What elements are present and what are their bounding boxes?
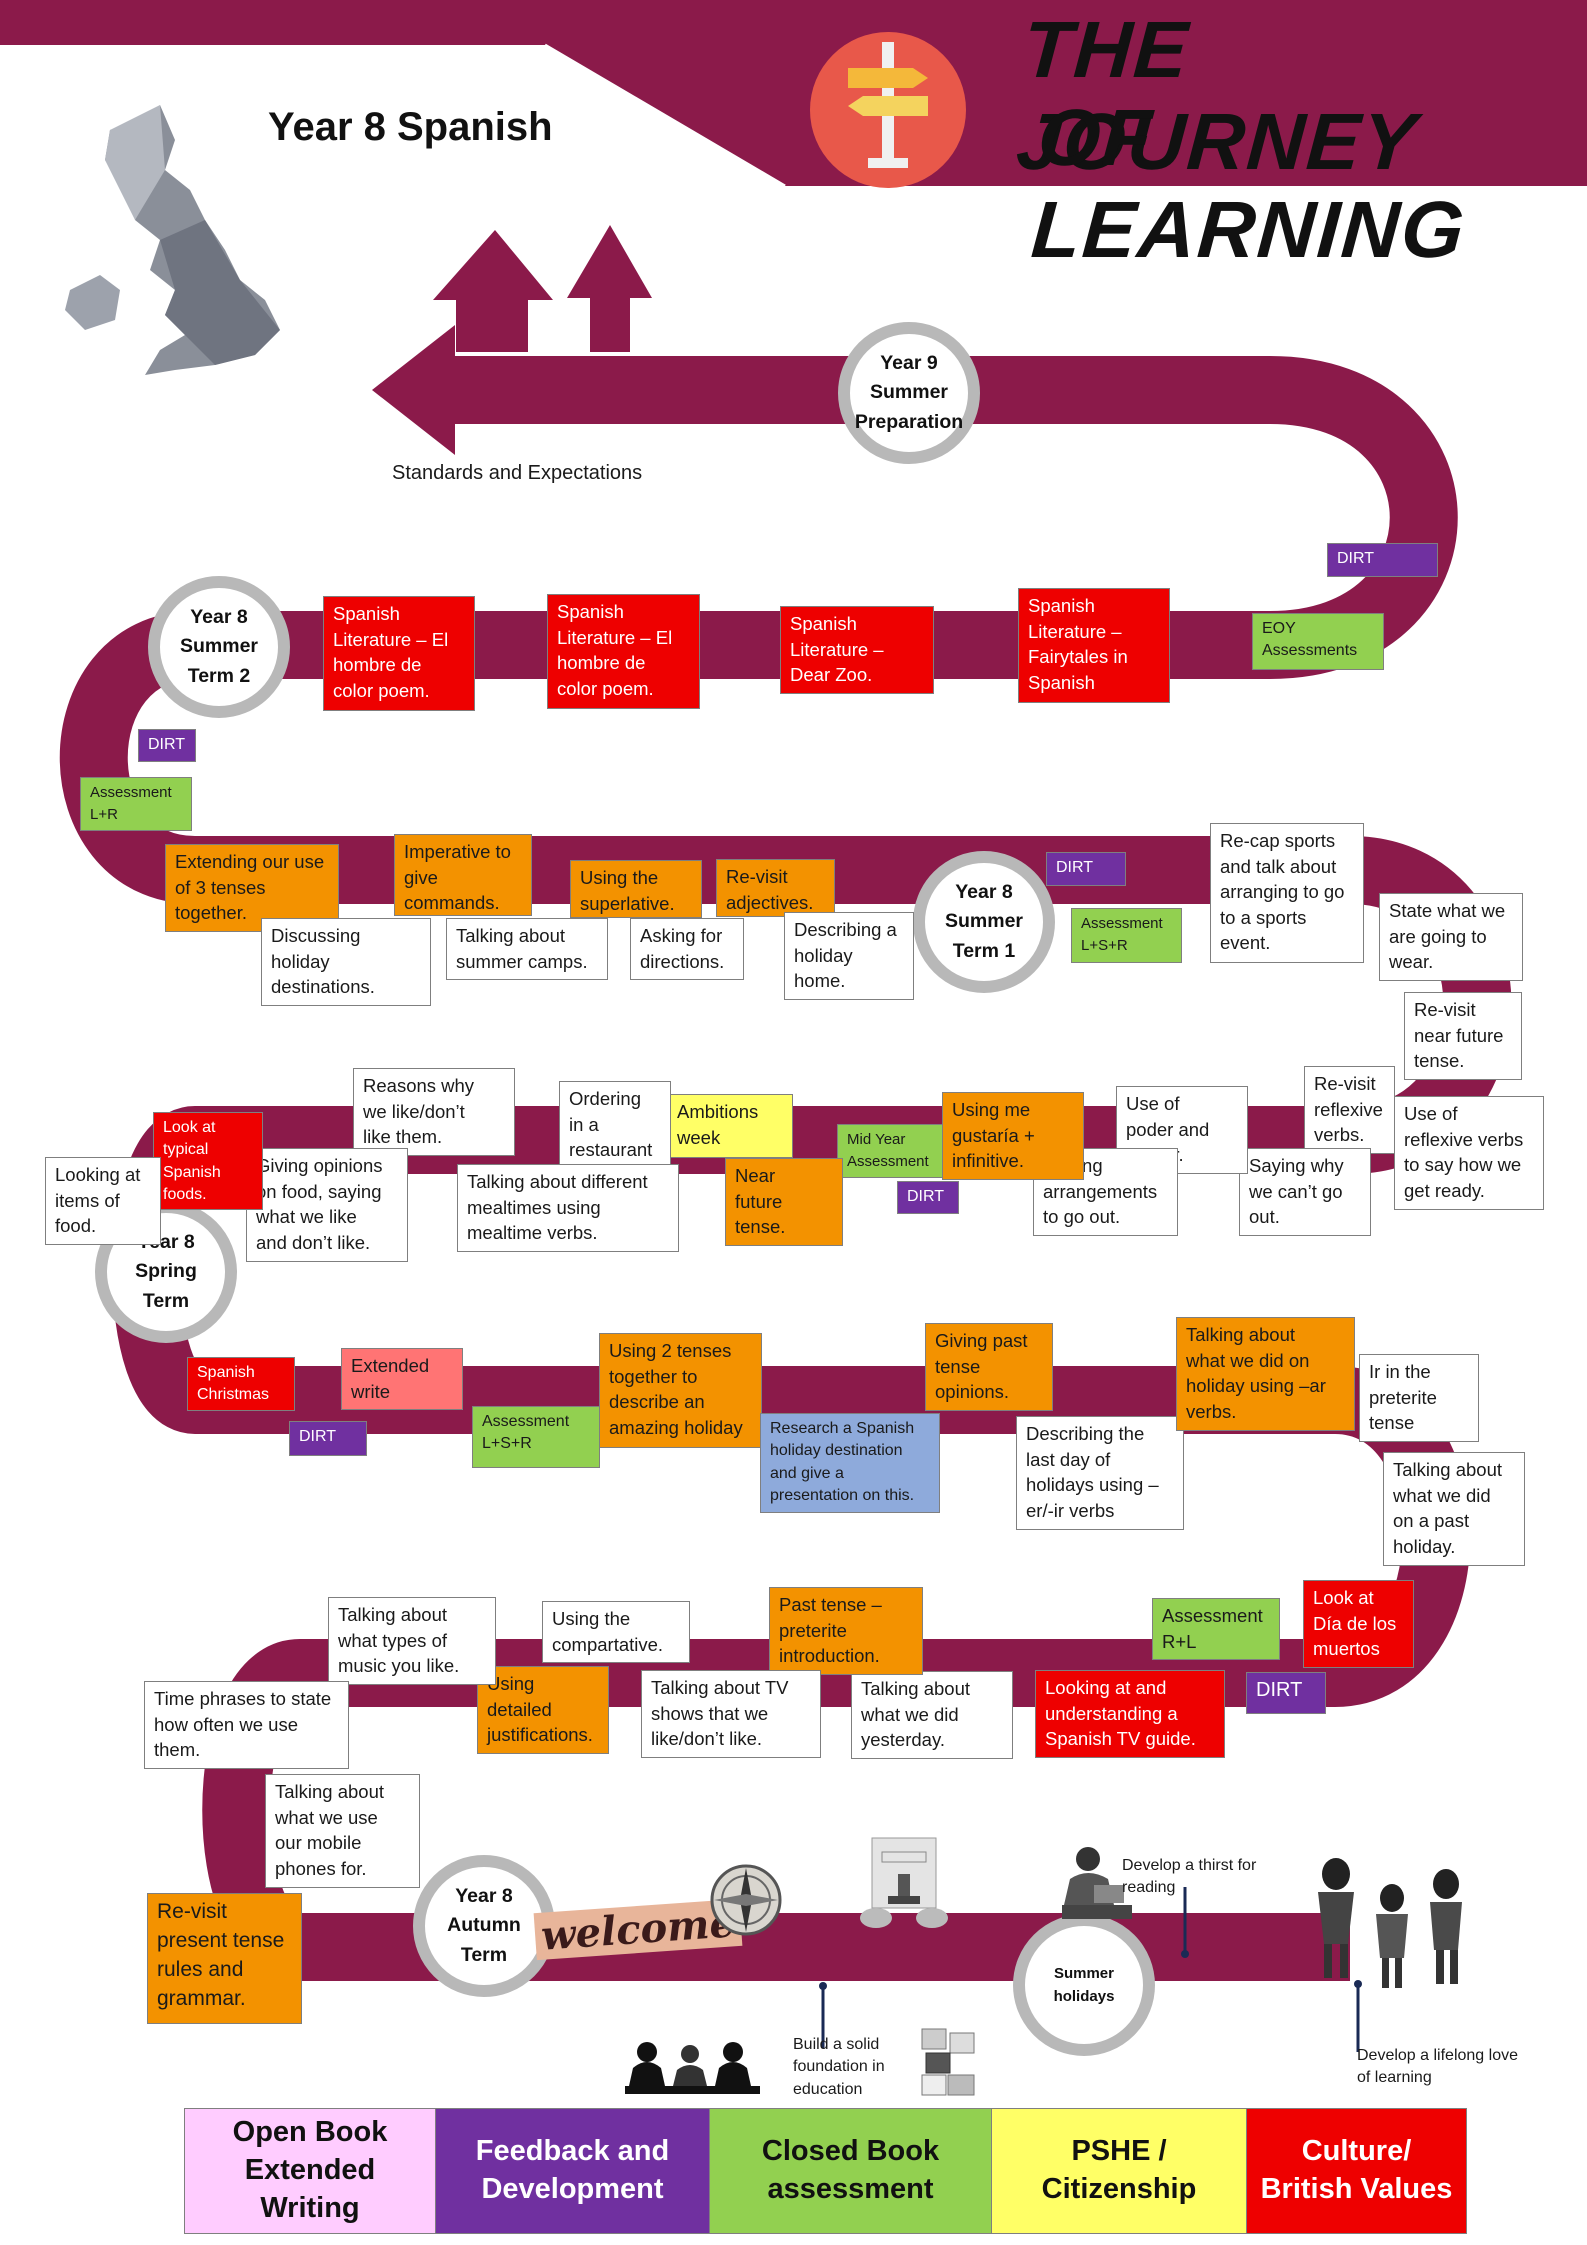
assessment-lsr: Assessment L+S+R [472, 1406, 600, 1468]
legend-feedback: Feedback and Development [435, 2108, 710, 2234]
tv-shows-topic: Talking about TV shows that we like/don’… [641, 1670, 821, 1758]
uk-map-icon [65, 100, 295, 380]
legend-pshe: PSHE / Citizenship [991, 2108, 1247, 2234]
what-to-wear-topic: State what we are going to wear. [1379, 893, 1523, 981]
dirt-badge: DIRT [138, 729, 196, 762]
legend-closed-book: Closed Book assessment [709, 2108, 992, 2234]
reasons-topic: Reasons why we like/don’t like them. [353, 1068, 515, 1156]
term-summer-holidays: Summer holidays [1013, 1914, 1155, 2056]
left-arrow-icon [372, 325, 455, 455]
legend-open-book: Open Book Extended Writing [184, 2108, 436, 2234]
dia-de-los-muertos-topic: Look at Día de los muertos [1303, 1580, 1414, 1668]
assessment-rl: Assessment R+L [1152, 1598, 1280, 1660]
tv-guide-topic: Looking at and understanding a Spanish T… [1035, 1670, 1225, 1758]
cant-go-out-topic: Saying why we can’t go out. [1239, 1148, 1371, 1236]
imperative-topic: Imperative to give commands. [394, 834, 532, 916]
near-future-revisit-topic: Re-visit near future tense. [1404, 992, 1522, 1080]
comparative-topic: Using the compartative. [542, 1601, 690, 1663]
reader-icon [1048, 1845, 1140, 1930]
thirst-for-reading-note: Develop a thirst for reading [1122, 1857, 1257, 1897]
dirt-badge: DIRT [1327, 543, 1438, 577]
research-destination-topic: Research a Spanish holiday destination a… [760, 1413, 940, 1513]
assessment-lr: Assessment L+R [80, 777, 192, 831]
holiday-home-topic: Describing a holiday home. [784, 912, 914, 1000]
hombre-poem-topic: Spanish Literature – El hombre de color … [323, 596, 475, 711]
food-opinions-topic: Giving opinions on food, saying what we … [246, 1148, 408, 1262]
yesterday-topic: Talking about what we did yesterday. [851, 1671, 1013, 1759]
term-year8-summer-1: Year 8 Summer Term 1 [913, 851, 1055, 993]
music-topic: Talking about what types of music you li… [328, 1597, 496, 1685]
page-subtitle: Year 8 Spanish [268, 105, 553, 149]
restaurant-topic: Ordering in a restaurant [559, 1081, 671, 1169]
gustaria-topic: Using me gustaría + infinitive. [942, 1092, 1084, 1180]
dirt-badge: DIRT [1046, 852, 1126, 886]
justifications-topic: Using detailed justifications. [477, 1666, 609, 1754]
eoy-assessments: EOY Assessments [1252, 613, 1384, 670]
mobile-phones-topic: Talking about what we use our mobile pho… [265, 1774, 420, 1888]
holiday-destinations-topic: Discussing holiday destinations. [261, 918, 431, 1006]
reflexive-verbs-topic: Use of reflexive verbs to say how we get… [1394, 1096, 1544, 1210]
approved-stamp-icon [858, 1834, 950, 1930]
legend-culture: Culture/ British Values [1246, 2108, 1467, 2234]
present-tense-topic: Re-visit present tense rules and grammar… [147, 1893, 302, 2024]
adjectives-topic: Re-visit adjectives. [716, 859, 835, 917]
ambitions-week-topic: Ambitions week [667, 1094, 793, 1158]
term-year8-autumn: Year 8 Autumn Term [413, 1855, 555, 1997]
past-opinions-topic: Giving past tense opinions. [925, 1323, 1053, 1411]
dirt-badge: DIRT [897, 1181, 959, 1214]
mealtimes-topic: Talking about different mealtimes using … [457, 1164, 679, 1252]
dear-zoo-topic: Spanish Literature – Dear Zoo. [780, 606, 934, 694]
mid-year-assessment: Mid Year Assessment [837, 1124, 943, 1178]
building-blocks-icon [918, 2025, 980, 2100]
past-holiday-topic: Talking about what we did on a past holi… [1383, 1452, 1525, 1566]
fairytales-topic: Spanish Literature – Fairytales in Spani… [1018, 588, 1170, 703]
time-phrases-topic: Time phrases to state how often we use t… [144, 1681, 349, 1769]
students-studying-icon [625, 2038, 760, 2096]
lifelong-love-note: Develop a lifelong love of learning [1357, 2047, 1518, 2087]
term-year8-summer-2: Year 8 Summer Term 2 [148, 576, 290, 718]
spanish-christmas-topic: Spanish Christmas [187, 1357, 295, 1411]
dirt-badge: DIRT [289, 1421, 367, 1456]
up-arrow-icon [567, 225, 652, 352]
page-title-line2: OF LEARNING [1028, 93, 1469, 274]
two-tenses-topic: Using 2 tenses together to describe an a… [599, 1333, 762, 1448]
summer-camps-topic: Talking about summer camps. [446, 918, 608, 980]
reflexive-revisit-topic: Re-visit reflexive verbs. [1304, 1066, 1395, 1154]
header-banner [0, 0, 1587, 186]
superlative-topic: Using the superlative. [570, 860, 702, 918]
extended-write-topic: Extended write [341, 1348, 463, 1410]
ar-verbs-topic: Talking about what we did on holiday usi… [1176, 1317, 1355, 1431]
compass-icon [708, 1862, 784, 1938]
signpost-icon [808, 30, 968, 190]
term-year9-summer-preparation: Year 9 Summer Preparation [838, 322, 980, 464]
extending-tenses-topic: Extending our use of 3 tenses together. [165, 844, 339, 932]
standards-label: Standards and Expectations [392, 462, 643, 484]
recap-sports-topic: Re-cap sports and talk about arranging t… [1210, 823, 1364, 963]
last-day-topic: Describing the last day of holidays usin… [1016, 1416, 1184, 1530]
up-arrow-icon [433, 230, 553, 352]
ir-preterite-topic: Ir in the preterite tense [1359, 1354, 1479, 1442]
assessment-lsr: Assessment L+S+R [1071, 908, 1182, 963]
directions-topic: Asking for directions. [630, 918, 744, 980]
dirt-badge: DIRT [1246, 1672, 1326, 1714]
near-future-topic: Near future tense. [725, 1158, 843, 1246]
hombre-poem-topic: Spanish Literature – El hombre de color … [547, 594, 700, 709]
solid-foundation-note: Build a solid foundation in education [793, 2036, 885, 2098]
food-items-topic: Looking at items of food. [45, 1157, 161, 1245]
spanish-foods-topic: Look at typical Spanish foods. [153, 1112, 263, 1210]
walking-people-icon [1296, 1852, 1484, 2002]
preterite-intro-topic: Past tense – preterite introduction. [769, 1587, 923, 1675]
